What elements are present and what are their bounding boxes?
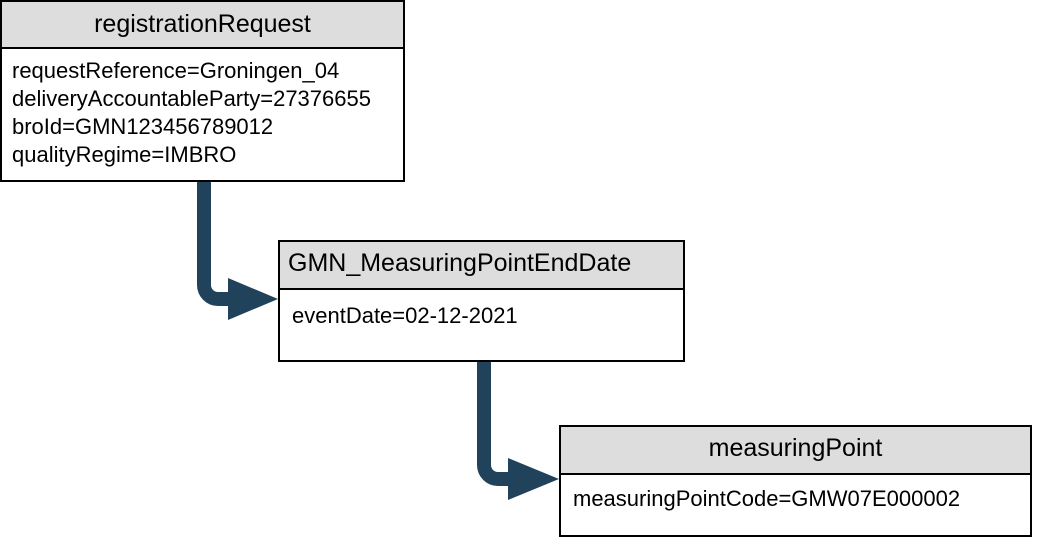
object-attributes-registration-request: requestReference=Groningen_04 deliveryAc… bbox=[2, 49, 403, 169]
object-attributes-measuring-point: measuringPointCode=GMW07E000002 bbox=[561, 475, 1030, 513]
arrowhead-icon bbox=[508, 458, 559, 500]
object-header-registration-request: registrationRequest bbox=[2, 2, 403, 49]
attribute-row: requestReference=Groningen_04 bbox=[12, 58, 340, 83]
attribute-row: deliveryAccountableParty=27376655 bbox=[12, 86, 371, 111]
object-box-measuring-point[interactable]: measuringPoint measuringPointCode=GMW07E… bbox=[559, 425, 1032, 537]
attribute-row: qualityRegime=IMBRO bbox=[12, 142, 237, 167]
object-attributes-gmn-measuringpoint-enddate: eventDate=02-12-2021 bbox=[280, 290, 683, 330]
attribute-row: broId=GMN123456789012 bbox=[12, 114, 274, 139]
connector-line bbox=[197, 180, 233, 306]
attribute-row: eventDate=02-12-2021 bbox=[292, 303, 518, 328]
object-box-registration-request[interactable]: registrationRequest requestReference=Gro… bbox=[0, 0, 405, 182]
attribute-row: measuringPointCode=GMW07E000002 bbox=[573, 486, 961, 511]
object-box-gmn-measuringpoint-enddate[interactable]: GMN_MeasuringPointEndDate eventDate=02-1… bbox=[278, 240, 685, 362]
object-header-gmn-measuringpoint-enddate: GMN_MeasuringPointEndDate bbox=[280, 242, 683, 290]
object-header-measuring-point: measuringPoint bbox=[561, 427, 1030, 475]
arrowhead-icon bbox=[228, 278, 278, 320]
connector-line bbox=[477, 361, 513, 486]
connector-registration-to-enddate bbox=[197, 180, 278, 320]
connector-enddate-to-measuringpoint bbox=[477, 361, 559, 500]
